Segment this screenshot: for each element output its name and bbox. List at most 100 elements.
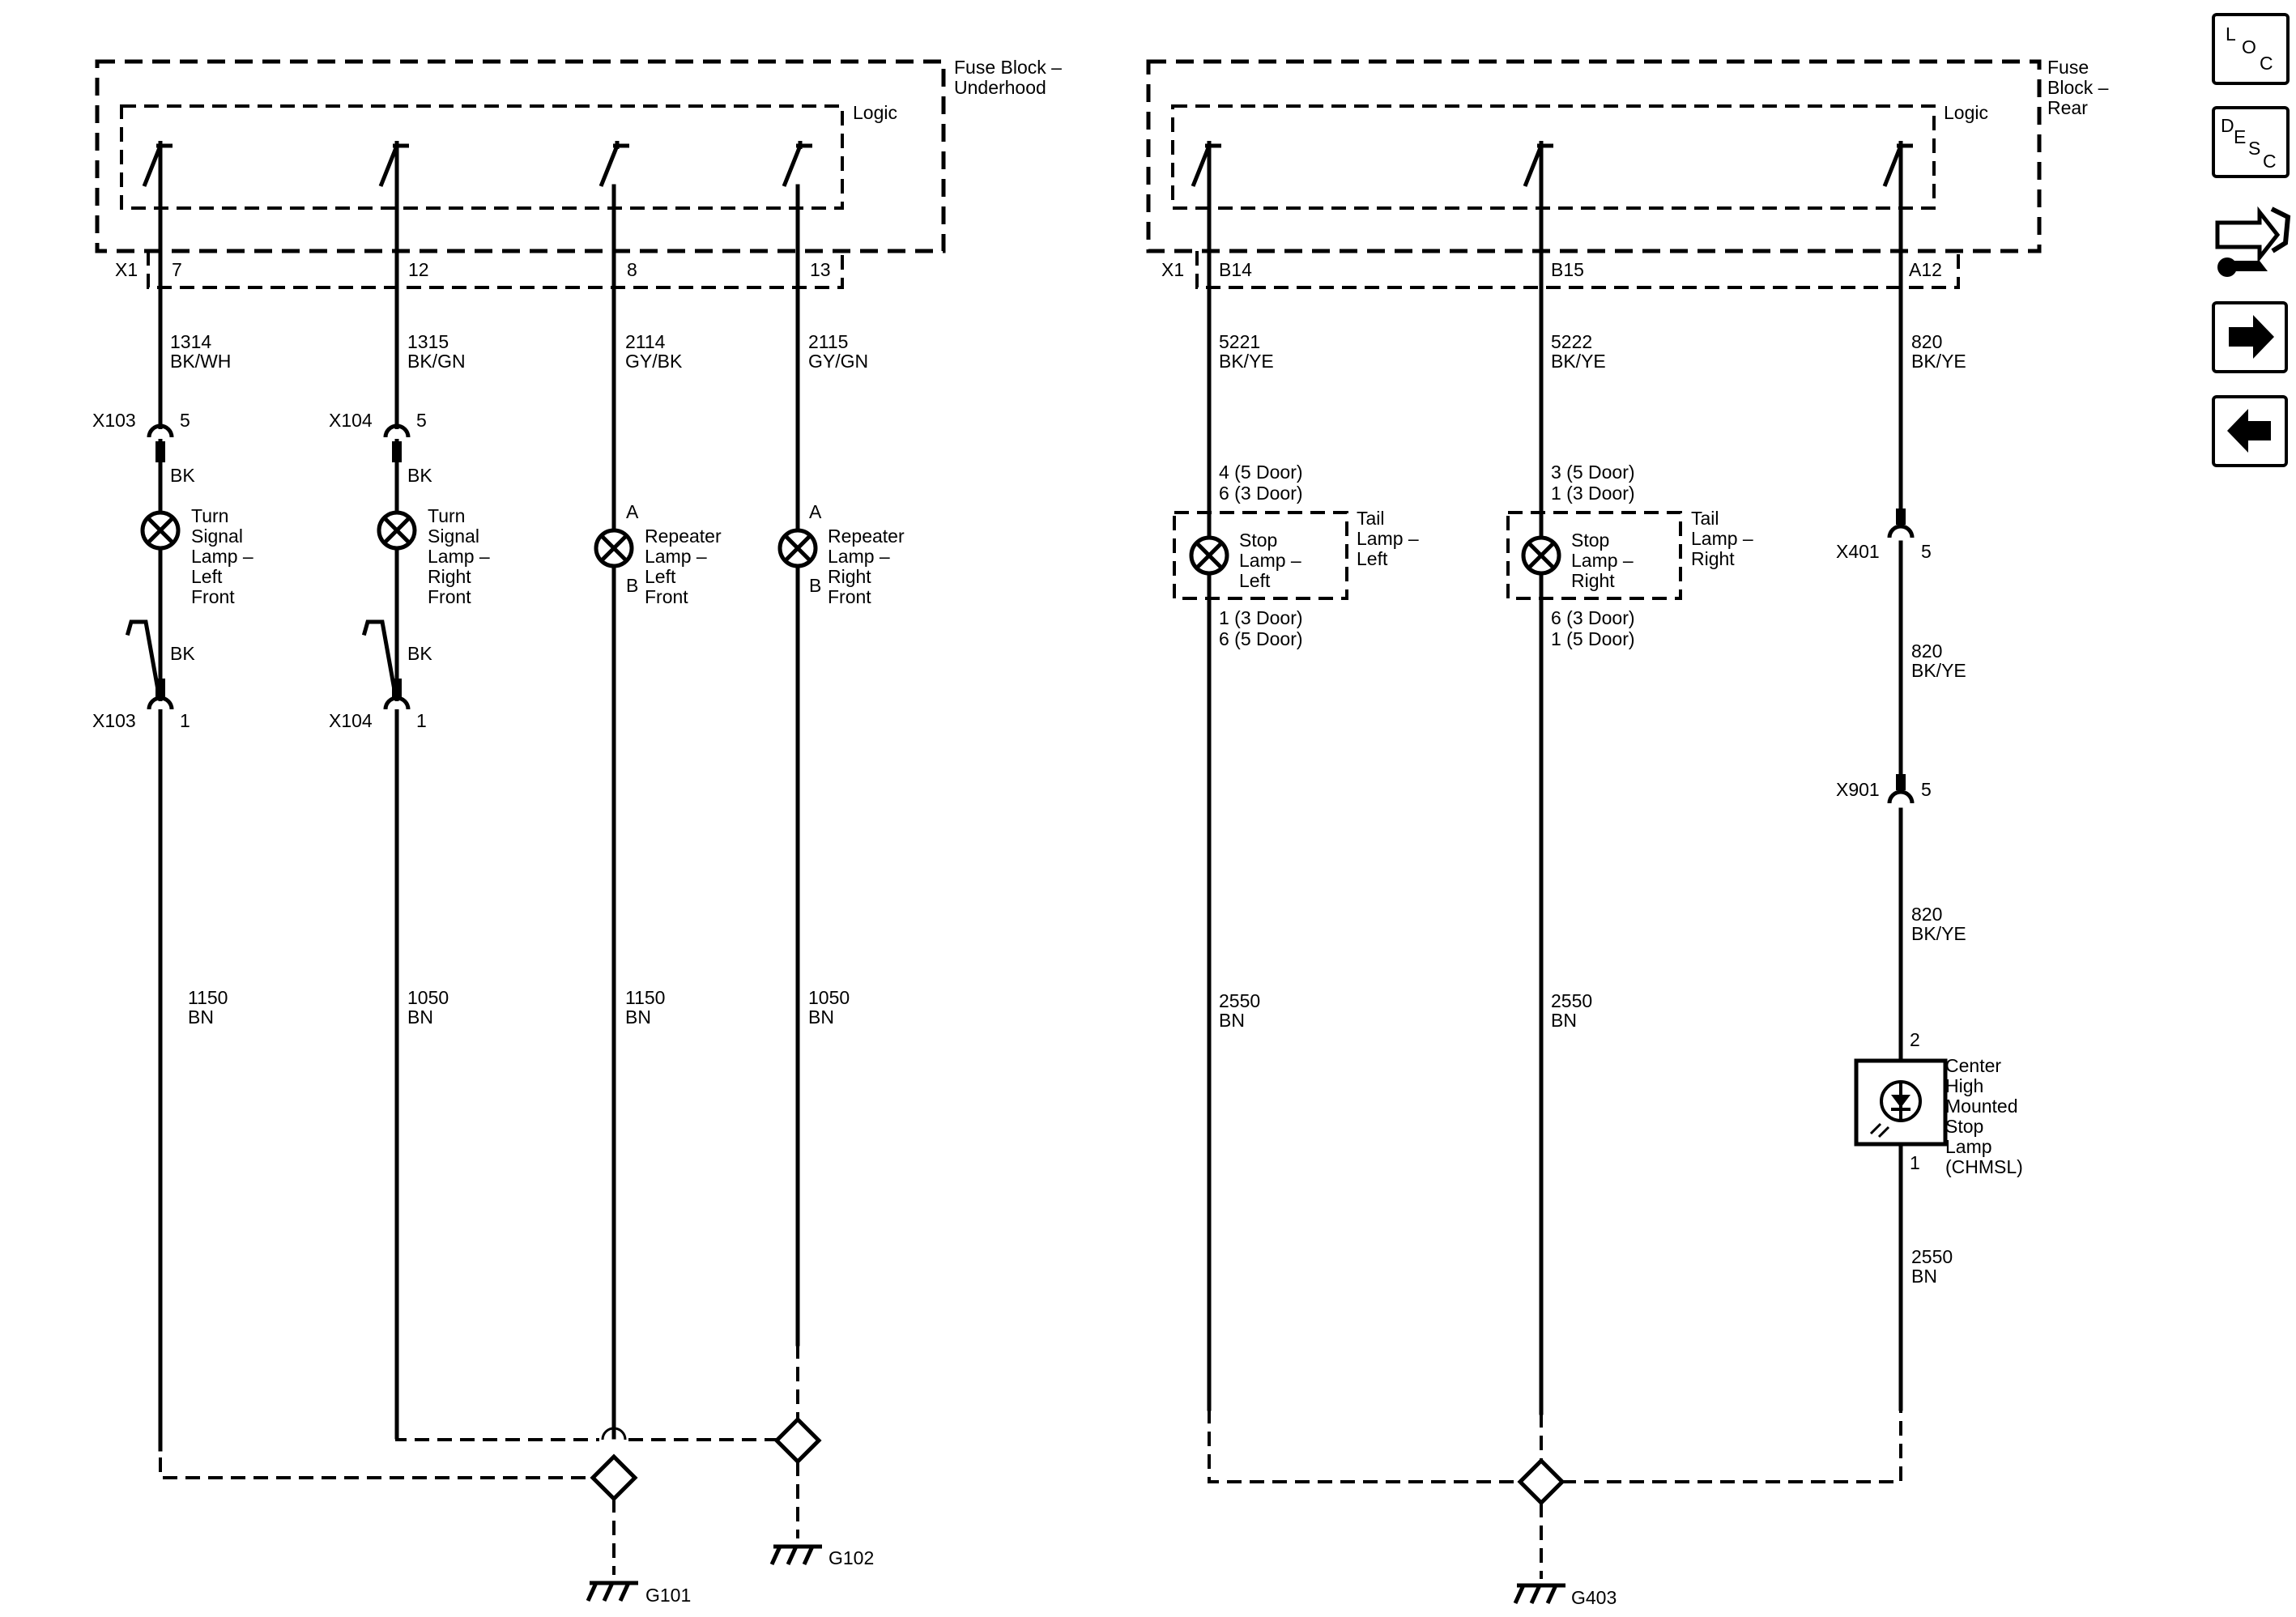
arrow-left-icon[interactable] xyxy=(2212,395,2288,467)
svg-text:1: 1 xyxy=(416,710,427,731)
connector-wrench-icon[interactable] xyxy=(2215,206,2291,277)
right-ground-paths: G403 xyxy=(1208,1409,1902,1608)
svg-text:BN: BN xyxy=(1551,1010,1577,1031)
svg-text:1150: 1150 xyxy=(188,987,228,1008)
svg-text:Right: Right xyxy=(828,566,871,587)
svg-text:Lamp –: Lamp – xyxy=(1691,528,1753,549)
g403-label: G403 xyxy=(1571,1587,1617,1608)
svg-text:BN: BN xyxy=(808,1006,834,1028)
svg-text:X1: X1 xyxy=(1161,259,1184,280)
repeater-lamp-right-front: A B Repeater Lamp – Right Front xyxy=(780,501,905,607)
svg-text:2550: 2550 xyxy=(1911,1246,1953,1267)
svg-text:Lamp –: Lamp – xyxy=(428,546,490,567)
svg-text:BN: BN xyxy=(625,1006,651,1028)
right-feed-wire-labels: 5221 BK/YE 5222 BK/YE 820 BK/YE xyxy=(1219,331,1966,372)
svg-text:7: 7 xyxy=(172,259,182,280)
connector-x1-left: X1 7 12 8 13 xyxy=(115,251,844,289)
svg-text:1: 1 xyxy=(1910,1152,1920,1173)
turn-signal-lamp-right-front: Turn Signal Lamp – Right Front xyxy=(379,505,490,607)
svg-text:2114: 2114 xyxy=(625,331,666,352)
svg-text:820: 820 xyxy=(1911,904,1942,925)
description-button[interactable]: D E S C xyxy=(2212,106,2290,178)
svg-text:X104: X104 xyxy=(329,710,373,731)
svg-text:Lamp –: Lamp – xyxy=(1571,550,1634,571)
ground-g403-icon xyxy=(1515,1585,1565,1603)
svg-text:Lamp –: Lamp – xyxy=(828,546,890,567)
svg-text:BK: BK xyxy=(407,643,432,664)
svg-text:X104: X104 xyxy=(329,410,373,431)
svg-text:O: O xyxy=(2242,36,2256,57)
svg-text:X1: X1 xyxy=(115,259,138,280)
connector-x401: X401 5 820 BK/YE xyxy=(1836,509,1966,681)
svg-text:X103: X103 xyxy=(92,410,136,431)
svg-text:D: D xyxy=(2221,115,2234,136)
svg-text:BK/YE: BK/YE xyxy=(1911,923,1966,944)
svg-text:Signal: Signal xyxy=(428,526,479,547)
svg-text:12: 12 xyxy=(408,259,429,280)
svg-text:GY/BK: GY/BK xyxy=(625,351,683,372)
svg-text:Left: Left xyxy=(1239,570,1271,591)
svg-text:5221: 5221 xyxy=(1219,331,1260,352)
svg-text:Repeater: Repeater xyxy=(828,526,905,547)
right-wires xyxy=(1207,143,1903,1415)
svg-text:Tail: Tail xyxy=(1357,508,1385,529)
svg-text:B: B xyxy=(809,575,821,596)
connector-x901: X901 5 820 BK/YE xyxy=(1836,774,1966,944)
svg-text:A: A xyxy=(626,501,639,522)
svg-text:13: 13 xyxy=(810,259,831,280)
svg-text:Block –: Block – xyxy=(2047,77,2109,98)
svg-text:4 (5 Door): 4 (5 Door) xyxy=(1219,462,1303,483)
svg-text:1050: 1050 xyxy=(808,987,850,1008)
left-wires xyxy=(158,143,800,1452)
center-high-mounted-stop-lamp: 2 1 Center High Mounted Stop Lamp (CHMSL… xyxy=(1854,1029,2023,1177)
svg-text:S: S xyxy=(2248,138,2260,159)
svg-text:Mounted: Mounted xyxy=(1945,1096,2018,1117)
ground-g102-icon xyxy=(772,1547,822,1564)
svg-text:1150: 1150 xyxy=(625,987,665,1008)
svg-text:High: High xyxy=(1945,1075,1983,1096)
connector-x103-top: X103 5 BK xyxy=(92,410,195,486)
svg-text:Left: Left xyxy=(1357,548,1388,569)
svg-text:Stop: Stop xyxy=(1945,1116,1983,1137)
svg-text:Repeater: Repeater xyxy=(645,526,722,547)
svg-text:B15: B15 xyxy=(1551,259,1584,280)
svg-text:820: 820 xyxy=(1911,640,1942,662)
svg-text:GY/GN: GY/GN xyxy=(808,351,868,372)
left-ground-wire-labels: 1150 BN 1050 BN 1150 BN 1050 BN xyxy=(188,987,850,1028)
svg-text:8: 8 xyxy=(627,259,637,280)
svg-text:C: C xyxy=(2263,151,2277,172)
right-ground-wire-labels: 2550 BN 2550 BN 2550 BN xyxy=(1219,990,1953,1287)
svg-text:Front: Front xyxy=(191,586,235,607)
connector-x1-right: X1 B14 B15 A12 xyxy=(1161,251,1960,289)
svg-text:Right: Right xyxy=(1691,548,1735,569)
svg-text:1050: 1050 xyxy=(407,987,449,1008)
fuse-block-underhood-label: Fuse Block – xyxy=(954,57,1062,78)
svg-text:5: 5 xyxy=(1921,541,1932,562)
svg-text:BK: BK xyxy=(170,643,195,664)
svg-text:1: 1 xyxy=(180,710,190,731)
ground-g101-icon xyxy=(588,1583,638,1601)
svg-text:L: L xyxy=(2226,23,2236,45)
svg-text:Left: Left xyxy=(645,566,676,587)
svg-text:X103: X103 xyxy=(92,710,136,731)
left-feed-wire-labels: 1314 BK/WH 1315 BK/GN 2114 GY/BK 2115 GY… xyxy=(170,331,868,372)
svg-text:2550: 2550 xyxy=(1551,990,1592,1011)
svg-text:2: 2 xyxy=(1910,1029,1920,1050)
arrow-right-icon[interactable] xyxy=(2212,301,2288,373)
connector-x104-top: X104 5 BK xyxy=(329,410,432,486)
svg-text:BK/WH: BK/WH xyxy=(170,351,231,372)
svg-text:Stop: Stop xyxy=(1571,530,1609,551)
location-button[interactable]: L O C xyxy=(2212,13,2290,85)
svg-text:Lamp: Lamp xyxy=(1945,1136,1992,1157)
svg-text:1 (3 Door): 1 (3 Door) xyxy=(1551,483,1635,504)
svg-text:BN: BN xyxy=(407,1006,433,1028)
logic-label: Logic xyxy=(853,102,897,123)
svg-text:B: B xyxy=(626,575,638,596)
svg-text:Turn: Turn xyxy=(428,505,465,526)
svg-text:A12: A12 xyxy=(1909,259,1942,280)
svg-text:6 (3 Door): 6 (3 Door) xyxy=(1219,483,1303,504)
svg-text:BK/YE: BK/YE xyxy=(1911,351,1966,372)
connector-x104-bottom: BK X104 1 xyxy=(329,619,432,731)
svg-text:Front: Front xyxy=(645,586,688,607)
svg-text:Right: Right xyxy=(1571,570,1615,591)
